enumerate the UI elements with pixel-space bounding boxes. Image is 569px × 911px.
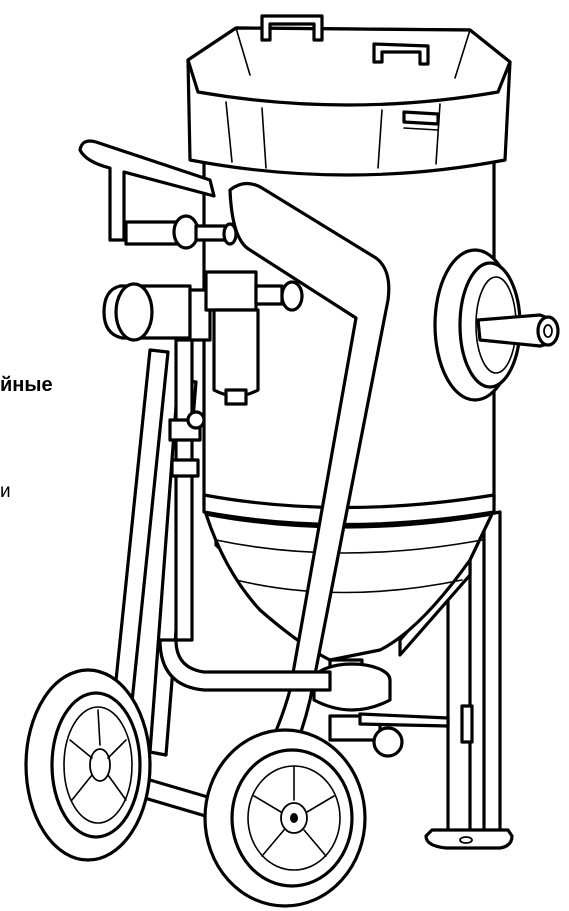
right-wheel (203, 728, 367, 908)
heading-text-fragment: йные (0, 374, 53, 396)
piping-assembly (102, 214, 450, 758)
inspection-port (433, 248, 560, 402)
left-wheel (24, 668, 152, 862)
body-text-fragment: и (0, 481, 11, 502)
vessel-lid (186, 14, 512, 177)
